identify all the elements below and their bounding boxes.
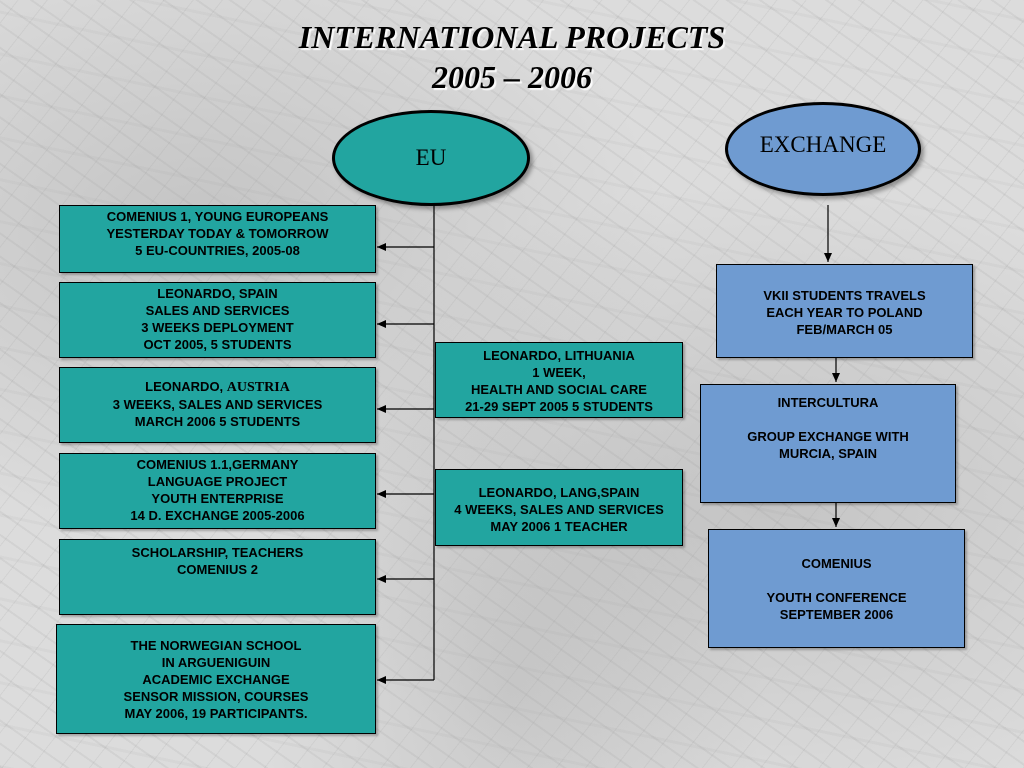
exchange-box-vkii: VKII STUDENTS TRAVELS EACH YEAR TO POLAN…: [716, 264, 973, 358]
exchange-node: EXCHANGE: [725, 102, 921, 196]
eu-node: EU: [332, 110, 530, 206]
eu-box-norwegian-school: THE NORWEGIAN SCHOOL IN ARGUENIGUIN ACAD…: [56, 624, 376, 734]
eu-box-leonardo-austria: LEONARDO, AUSTRIA 3 WEEKS, SALES AND SERV…: [59, 367, 376, 443]
eu-box-scholarship: SCHOLARSHIP, TEACHERS COMENIUS 2: [59, 539, 376, 615]
austria-country: AUSTRIA: [226, 380, 290, 395]
exchange-box-comenius: COMENIUS YOUTH CONFERENCE SEPTEMBER 2006: [708, 529, 965, 648]
austria-prefix: LEONARDO,: [145, 379, 227, 394]
eu-box-leonardo-lang-spain: LEONARDO, LANG,SPAIN 4 WEEKS, SALES AND …: [435, 469, 683, 546]
austria-details: 3 WEEKS, SALES AND SERVICES MARCH 2006 5…: [112, 397, 323, 429]
eu-box-comenius-1: COMENIUS 1, YOUNG EUROPEANS YESTERDAY TO…: [59, 205, 376, 273]
eu-box-leonardo-spain: LEONARDO, SPAIN SALES AND SERVICES 3 WEE…: [59, 282, 376, 358]
eu-box-leonardo-lithuania: LEONARDO, LITHUANIA 1 WEEK, HEALTH AND S…: [435, 342, 683, 418]
eu-box-comenius-germany: COMENIUS 1.1,GERMANY LANGUAGE PROJECT YO…: [59, 453, 376, 529]
title-line-1: INTERNATIONAL PROJECTS: [298, 19, 726, 55]
title-line-2: 2005 – 2006: [432, 59, 592, 95]
exchange-box-intercultura: INTERCULTURA GROUP EXCHANGE WITH MURCIA,…: [700, 384, 956, 503]
